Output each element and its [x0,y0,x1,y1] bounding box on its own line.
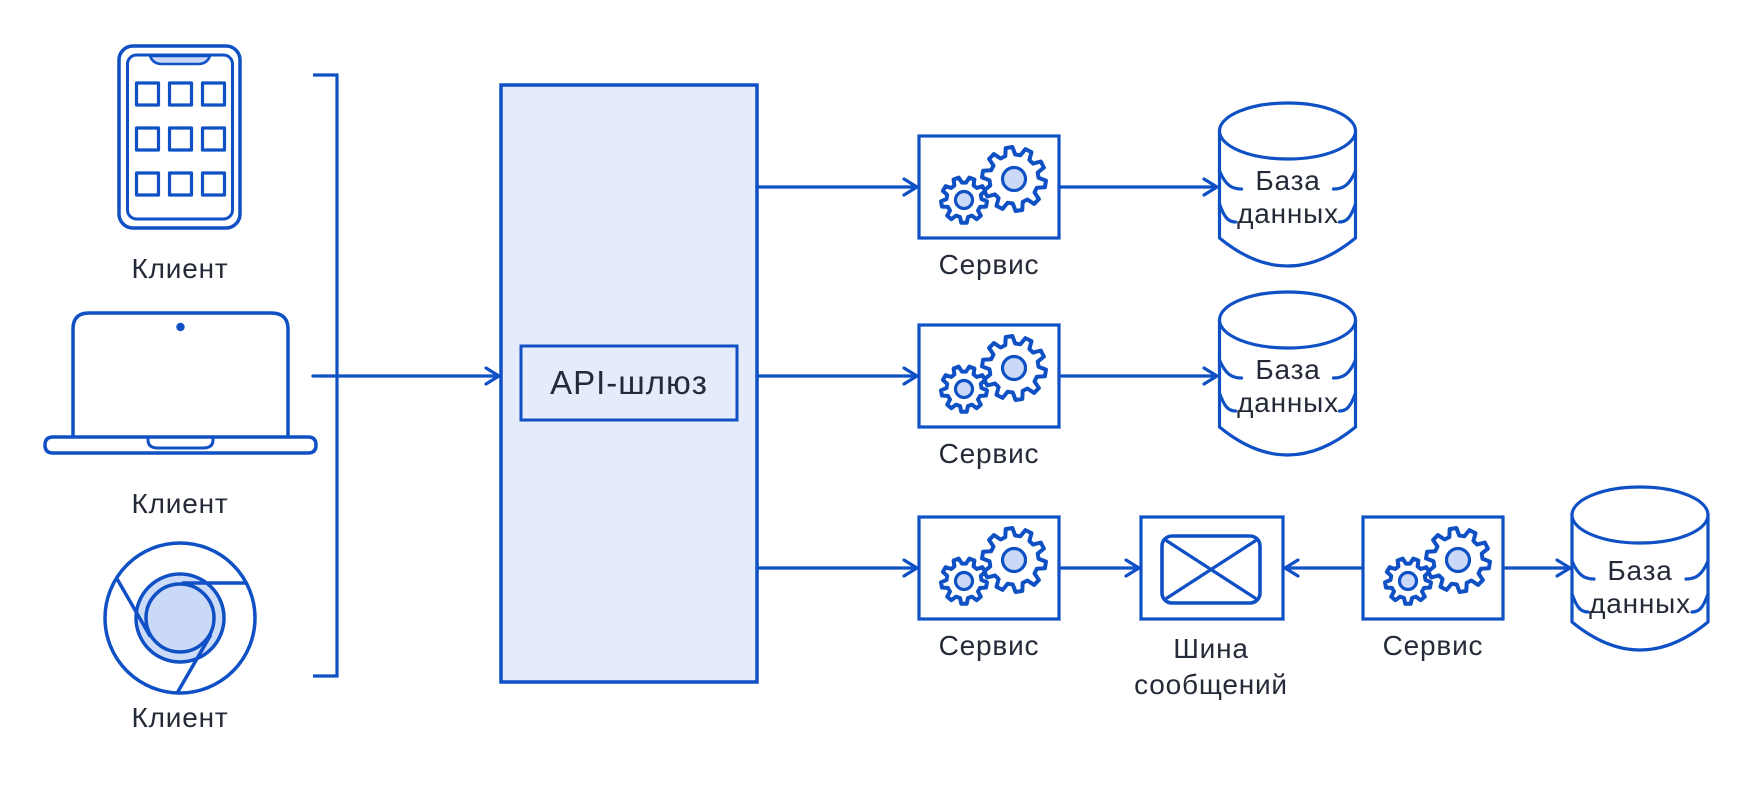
message-bus-label-line2: сообщений [1134,669,1288,700]
database-cylinder-icon [1217,101,1358,268]
arrow-service4-to-bus [1283,558,1365,578]
arrow-gateway-to-service-2 [755,366,919,386]
arrow-clients-to-gateway [311,366,501,386]
gears-icon [1383,526,1492,606]
service-label-1: Сервис [938,249,1040,280]
service-label-4: Сервис [1382,630,1484,661]
smartphone-icon [117,44,242,230]
envelope-icon [1160,534,1262,605]
arrow-gateway-to-service-3 [755,558,919,578]
database-label-3: База данных [1589,554,1691,620]
arrow-service3-to-bus [1057,558,1141,578]
arrow-service4-to-db3 [1501,558,1572,578]
client-label-laptop: Клиент [131,488,229,519]
database-label-line1: База [1255,354,1321,385]
database-label-1: База данных [1237,164,1339,230]
arrow-service2-to-db2 [1057,366,1219,386]
service-box-4 [1361,515,1505,621]
message-bus-label-line1: Шина [1173,633,1249,664]
database-label-line1: База [1607,555,1673,586]
database-label-line2: данных [1589,588,1691,619]
gears-icon [939,145,1048,225]
client-label-browser: Клиент [131,702,229,733]
service-box-1 [917,134,1061,240]
message-bus-label: Шина сообщений [1134,631,1288,703]
database-label-line2: данных [1237,198,1339,229]
client-label-phone: Клиент [131,253,229,284]
arrow-service1-to-db1 [1057,177,1219,197]
service-box-2 [917,323,1061,429]
service-label-3: Сервис [938,630,1040,661]
gears-icon [939,526,1048,606]
service-label-2: Сервис [938,438,1040,469]
message-bus-box [1139,515,1285,621]
database-label-line1: База [1255,165,1321,196]
service-box-3 [917,515,1061,621]
database-label-2: База данных [1237,353,1339,419]
gears-icon [939,334,1048,414]
api-gateway-box [499,83,759,684]
laptop-icon [43,311,318,455]
arrow-gateway-to-service-1 [755,177,919,197]
database-cylinder-icon [1217,290,1358,457]
browser-icon [103,541,257,695]
database-cylinder-icon [1570,485,1710,652]
api-gateway-label: API-шлюз [550,364,708,401]
database-label-line2: данных [1237,387,1339,418]
